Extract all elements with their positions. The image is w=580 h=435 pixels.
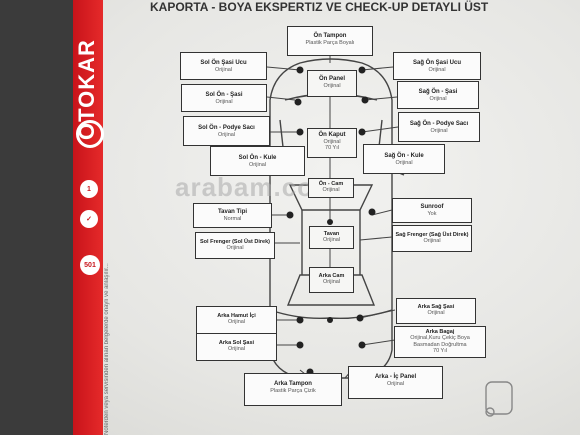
part-status: Orijinal: [394, 67, 480, 73]
part-title: Sol Ön - Kule: [211, 155, 304, 162]
car-icon: [478, 372, 518, 422]
part-status: Orijinal: [310, 237, 353, 243]
part-status: Orijinal: [197, 346, 276, 352]
part-title: Sağ Ön - Podye Sacı: [399, 121, 479, 128]
part-title: Arka Tampon: [245, 381, 341, 388]
part-title: Sol Ön - Şasi: [182, 92, 266, 99]
part-status: Orijinal: [308, 83, 356, 89]
part-status: Orijinal: [399, 128, 479, 134]
part-status: Orijinal: [309, 187, 353, 193]
part-arka-cam: Arka Cam Orijinal: [309, 267, 354, 293]
part-status: Yok: [393, 211, 471, 217]
part-title: Arka - İç Panel: [349, 374, 442, 381]
part-on-kaput: Ön Kaput Orijinal 70 Yıl: [307, 128, 357, 158]
part-title: Sağ Ön Şasi Ucu: [394, 60, 480, 67]
part-status: Orijinal: [364, 160, 444, 166]
part-tavan-tipi: Tavan Tipi Normal: [193, 203, 272, 228]
part-status: Orijinal: [349, 381, 442, 387]
part-on-tampon: Ön Tampon Plastik Parça Boyalı: [287, 26, 373, 56]
part-sunroof: Sunroof Yok: [392, 198, 472, 223]
part-sol-on-sasi: Sol Ön - Şasi Orijinal: [181, 84, 267, 112]
part-status: Orijinal: [398, 96, 478, 102]
part-status: Orijinal: [397, 310, 475, 316]
part-sol-on-sasi-ucu: Sol Ön Şasi Ucu Orijinal: [180, 52, 267, 80]
part-status: Orijinal: [182, 99, 266, 105]
part-sol-on-kule: Sol Ön - Kule Orijinal: [210, 146, 305, 176]
part-arka-tampon: Arka Tampon Plastik Parça Çizik: [244, 373, 342, 406]
part-status: Plastik Parça Çizik: [245, 388, 341, 394]
part-tavan: Tavan Orijinal: [309, 226, 354, 249]
part-sag-on-kule: Sağ Ön - Kule Orijinal: [363, 144, 445, 174]
part-status: Orijinal: [184, 132, 269, 138]
part-sag-frenger: Sağ Frenger (Sağ Üst Direk) Orijinal: [392, 225, 472, 252]
part-title: Sol Ön Şasi Ucu: [181, 60, 266, 67]
part-status: Orijinal: [197, 319, 276, 325]
part-arka-bagaj: Arka Bagaj Orijinal,Kuru Çekiç Boya Basm…: [394, 326, 486, 358]
part-title: Sağ Ön - Şasi: [398, 89, 478, 96]
part-title: Sol Ön - Podye Sacı: [184, 125, 269, 132]
part-status: Plastik Parça Boyalı: [288, 40, 372, 46]
part-arka-ic-panel: Arka - İç Panel Orijinal: [348, 366, 443, 399]
part-arka-hamut: Arka Hamut İçi Orijinal: [196, 306, 277, 334]
part-on-panel: Ön Panel Orijinal: [307, 70, 357, 97]
part-extra: 70 Yıl: [308, 145, 356, 151]
part-sag-on-sasi: Sağ Ön - Şasi Orijinal: [397, 81, 479, 109]
part-title: Sağ Ön - Kule: [364, 153, 444, 160]
part-title: Ön Panel: [308, 76, 356, 83]
part-title: Ön Kaput: [308, 132, 356, 139]
part-extra-2: 70 Yıl: [395, 348, 485, 354]
part-sag-on-podye: Sağ Ön - Podye Sacı Orijinal: [398, 112, 480, 142]
part-status: Orijinal: [196, 245, 274, 251]
part-arka-sol-sasi: Arka Sol Şasi Orijinal: [196, 333, 277, 361]
part-status: Orijinal: [181, 67, 266, 73]
part-status: Orijinal: [393, 238, 471, 244]
part-status: Orijinal: [310, 279, 353, 285]
part-on-cam: Ön - Cam Orijinal: [308, 178, 354, 198]
part-arka-sag-sasi: Arka Sağ Şasi Orijinal: [396, 298, 476, 324]
part-status: Normal: [194, 216, 271, 222]
part-sag-on-sasi-ucu: Sağ Ön Şasi Ucu Orijinal: [393, 52, 481, 80]
part-title: Ön Tampon: [288, 33, 372, 40]
part-status: Orijinal: [211, 162, 304, 168]
part-title: Tavan Tipi: [194, 209, 271, 216]
part-sol-on-podye: Sol Ön - Podye Sacı Orijinal: [183, 116, 270, 146]
part-sol-frenger: Sol Frenger (Sol Üst Direk) Orijinal: [195, 232, 275, 259]
part-title: Sunroof: [393, 204, 471, 211]
